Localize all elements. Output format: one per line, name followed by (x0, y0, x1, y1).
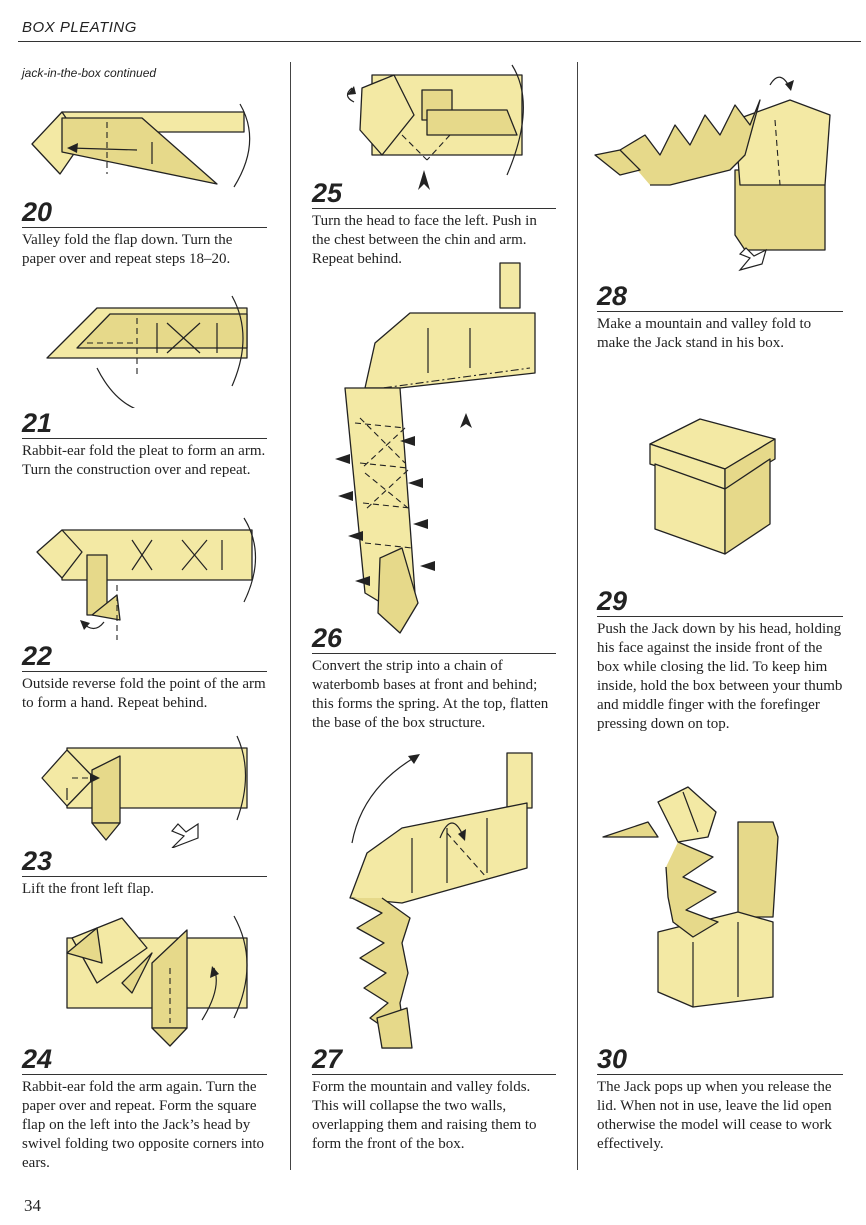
step-27: 27 Form the mountain and valley folds. T… (312, 1046, 556, 1154)
step-28: 28 Make a mountain and valley fold to ma… (597, 283, 843, 353)
step-number: 22 (22, 641, 53, 671)
step-instruction: The Jack pops up when you release the li… (597, 1079, 832, 1152)
step-number: 20 (22, 197, 53, 227)
header-rule (18, 41, 861, 42)
step-rule (22, 227, 267, 228)
step-instruction: Make a mountain and valley fold to make … (597, 316, 812, 351)
figure-step-25 (346, 64, 524, 190)
step-26: 26 Convert the strip into a chain of wat… (312, 625, 556, 733)
step-23: 23 Lift the front left flap. (22, 848, 267, 899)
step-number: 25 (312, 178, 343, 208)
step-rule (597, 311, 843, 312)
step-instruction: Rabbit-ear fold the arm again. Turn the … (22, 1079, 265, 1171)
step-24: 24 Rabbit-ear fold the arm again. Turn t… (22, 1046, 267, 1173)
step-number: 24 (22, 1044, 53, 1074)
step-rule (312, 653, 556, 654)
figure-step-26 (335, 262, 536, 634)
step-number: 21 (22, 408, 53, 438)
section-title: BOX PLEATING (22, 19, 137, 36)
step-25: 25 Turn the head to face the left. Push … (312, 180, 556, 269)
step-rule (22, 1074, 267, 1075)
step-22: 22 Outside reverse fold the point of the… (22, 643, 267, 713)
step-instruction: Convert the strip into a chain of waterb… (312, 658, 549, 731)
step-instruction: Push the Jack down by his head, holding … (597, 621, 843, 732)
step-rule (597, 616, 843, 617)
step-number: 23 (22, 846, 53, 876)
figure-step-29 (649, 418, 776, 555)
figure-step-20 (31, 103, 251, 188)
figure-step-28 (594, 76, 831, 272)
page-number: 34 (24, 1196, 41, 1215)
step-number: 29 (597, 586, 628, 616)
column-divider-left (290, 62, 291, 1170)
figure-step-21 (46, 295, 248, 408)
step-instruction: Rabbit-ear fold the pleat to form an arm… (22, 443, 266, 478)
step-instruction: Lift the front left flap. (22, 881, 155, 897)
figure-step-23 (41, 735, 248, 848)
figure-step-24 (66, 915, 248, 1047)
step-instruction: Turn the head to face the left. Push in … (312, 213, 537, 267)
step-number: 26 (312, 623, 343, 653)
step-20: 20 Valley fold the flap down. Turn the p… (22, 199, 267, 269)
step-number: 27 (312, 1044, 343, 1074)
step-number: 30 (597, 1044, 628, 1074)
step-rule (312, 208, 556, 209)
step-instruction: Form the mountain and valley folds. This… (312, 1079, 537, 1152)
column-divider-right (577, 62, 578, 1170)
step-rule (597, 1074, 843, 1075)
step-rule (312, 1074, 556, 1075)
step-number: 28 (597, 281, 628, 311)
step-rule (22, 876, 267, 877)
figure-step-22 (36, 517, 257, 640)
step-rule (22, 438, 267, 439)
figure-step-27 (349, 752, 533, 1049)
figure-step-30 (602, 786, 779, 1008)
step-instruction: Outside reverse fold the point of the ar… (22, 676, 266, 711)
step-30: 30 The Jack pops up when you release the… (597, 1046, 843, 1154)
step-21: 21 Rabbit-ear fold the pleat to form an … (22, 410, 267, 480)
step-rule (22, 671, 267, 672)
section-subtitle: jack-in-the-box continued (22, 66, 157, 80)
step-instruction: Valley fold the flap down. Turn the pape… (22, 232, 233, 267)
step-29: 29 Push the Jack down by his head, holdi… (597, 588, 843, 734)
